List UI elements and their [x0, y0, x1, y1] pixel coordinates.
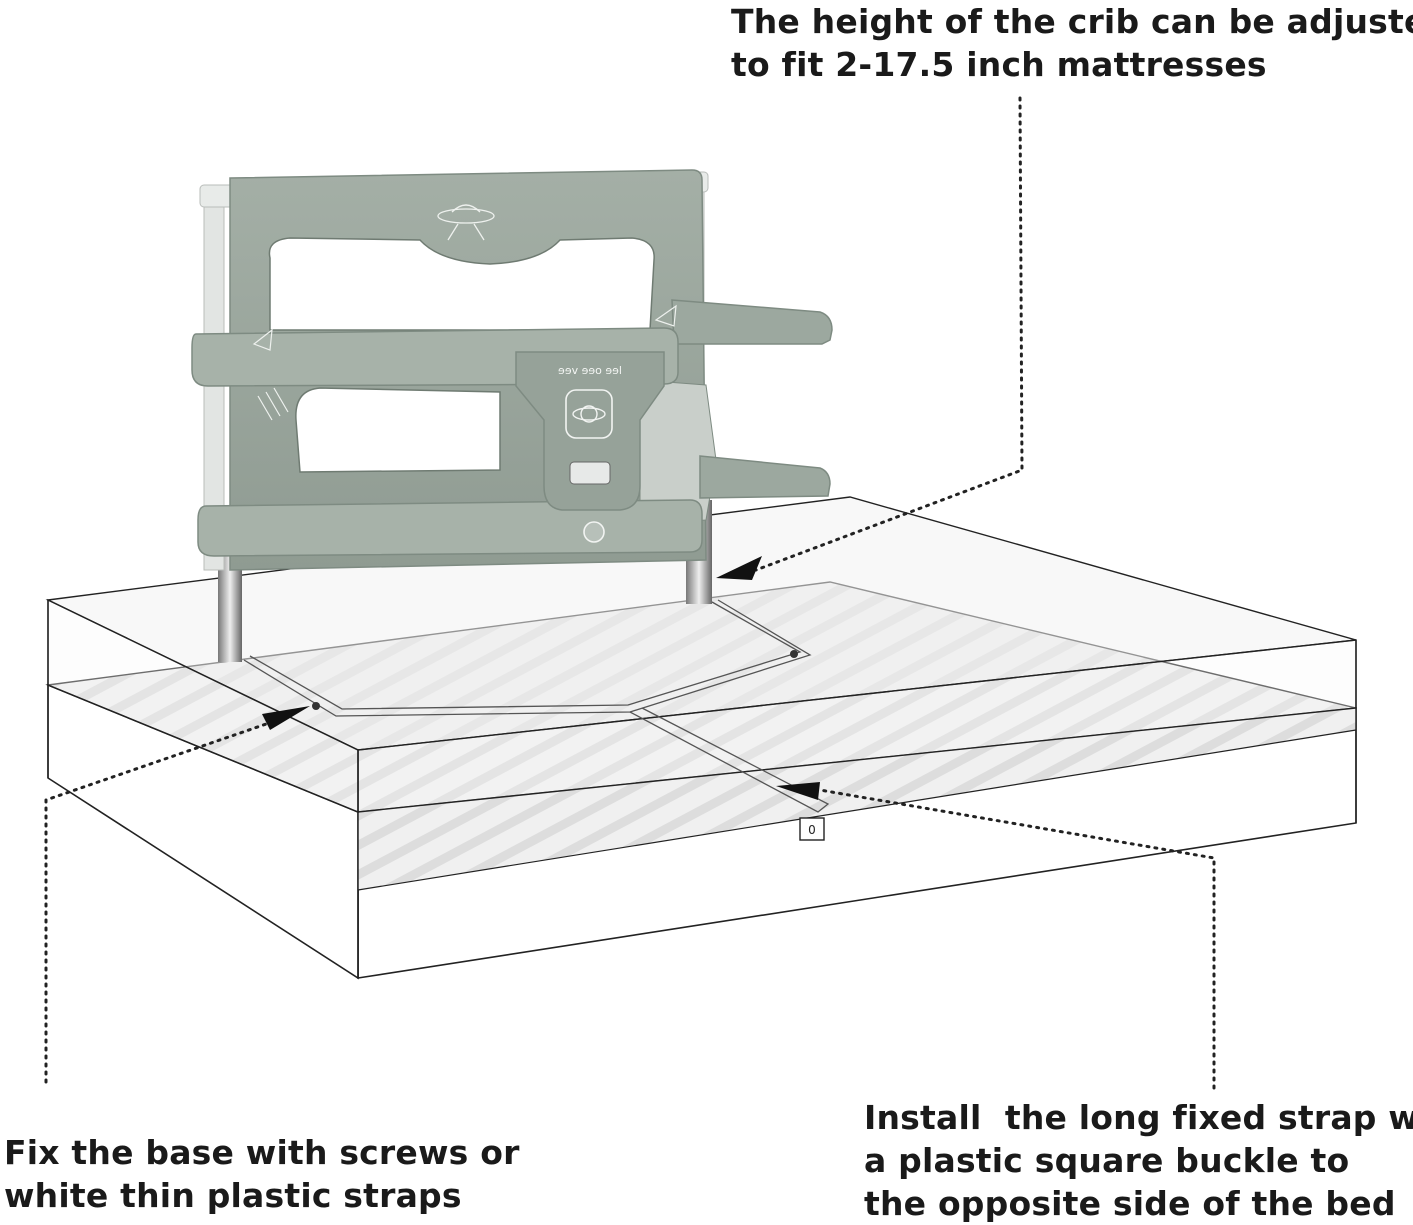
leader-height: [754, 96, 1024, 572]
callout-strap-line-3: the opposite side of the bed: [864, 1184, 1396, 1223]
callout-install-strap: Install the long fixed strap with a plas…: [864, 1096, 1413, 1225]
strap-eyelet-right: [790, 650, 798, 658]
callout-strap-line-2: a plastic square buckle to: [864, 1141, 1350, 1180]
callout-strap-line-1: Install the long fixed strap with: [864, 1098, 1413, 1137]
planet-emblem: [565, 389, 613, 439]
callout-height-line-1: The height of the crib can be adjusted: [731, 2, 1413, 41]
callout-height-adjust: The height of the crib can be adjusted t…: [731, 0, 1413, 86]
mattress-front-band: [358, 708, 1356, 890]
leader-lines: [44, 96, 1216, 1090]
callout-base-line-1: Fix the base with screws or: [4, 1133, 520, 1172]
arrow-height: [716, 556, 762, 580]
callout-height-line-2: to fit 2-17.5 inch mattresses: [731, 45, 1267, 84]
crib-latch: [569, 461, 611, 485]
square-buckle: 0: [799, 817, 825, 841]
buckle-glyph: 0: [808, 823, 816, 837]
crib: ɘɘv ɘɘo ɘɘl: [191, 169, 833, 662]
strap-eyelet-left: [312, 702, 320, 710]
rocket-decoration: [252, 304, 677, 421]
callout-fix-base: Fix the base with screws or white thin p…: [4, 1131, 520, 1217]
leader-arrowheads: [262, 556, 820, 800]
crib-release-button: [583, 521, 605, 543]
crib-center-badge: [515, 351, 665, 511]
ufo-decoration: [437, 204, 495, 241]
leader-strap: [818, 788, 1216, 1090]
crib-back-window: [268, 237, 655, 331]
leader-base: [44, 720, 274, 1084]
arrow-base: [262, 706, 310, 730]
arrow-strap: [776, 782, 820, 800]
crib-brand-mark: ɘɘv ɘɘo ɘɘl: [558, 364, 622, 377]
y-strap: [243, 599, 830, 813]
crib-front-bottom-rail: [197, 499, 703, 557]
callout-base-line-2: white thin plastic straps: [4, 1176, 462, 1215]
crib-side-rail-right: [671, 299, 833, 345]
